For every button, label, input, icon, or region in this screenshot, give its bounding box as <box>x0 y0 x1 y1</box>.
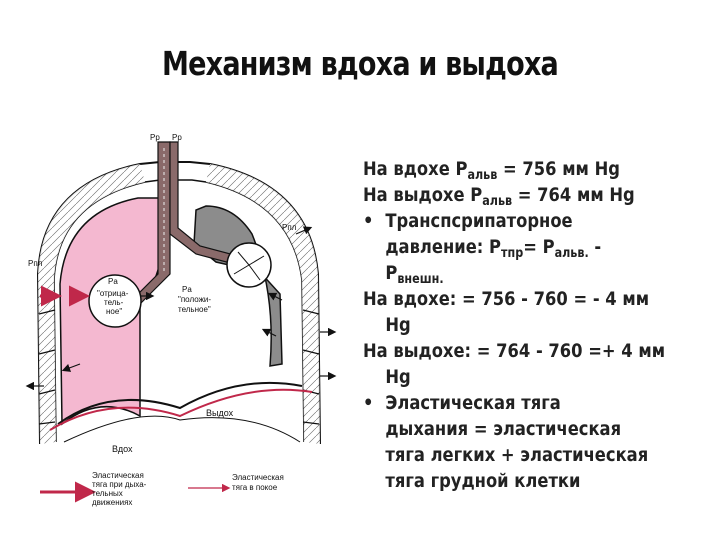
label-negative-1: "отрица- <box>97 289 129 298</box>
text-line-inhale-calc: На вдохе: = 756 - 760 = - 4 мм <box>363 286 660 312</box>
legend-active-3: тельных <box>92 489 123 498</box>
bullet-elastic-recoil: • Эластическая тяга дыхания = эластическ… <box>363 390 660 494</box>
label-pp-right: Pp <box>172 133 182 142</box>
label-ppl-right: Pпл <box>282 223 297 232</box>
legend-active-4: движениях <box>92 498 132 507</box>
bullet-mark: • <box>363 390 373 416</box>
bullet-mark: • <box>363 208 373 234</box>
label-pa-left: Pa <box>108 277 118 286</box>
text-line-exhale-calc: На выдохе: = 764 - 760 =+ 4 мм <box>363 338 660 364</box>
legend-rest-1: Эластическая <box>232 473 284 482</box>
text-line-exhale-unit: Hg <box>363 364 660 390</box>
label-exhale: Выдох <box>206 408 234 418</box>
legend-rest-2: тяга в покое <box>232 483 278 492</box>
text-line-inhale-unit: Hg <box>363 312 660 338</box>
legend-active-1: Эластическая <box>92 471 144 480</box>
label-pa-right: Pa <box>182 285 192 294</box>
label-positive-2: тельное" <box>178 305 211 314</box>
explanation-text: На вдохе Pальв = 756 мм Hg На выдохе Pал… <box>363 156 660 494</box>
slide-title: Механизм вдоха и выдоха <box>65 44 655 83</box>
bullet-transrespiratory: • Транспсрипаторное давление: Pтпр= Pаль… <box>363 208 660 286</box>
text-line-inhale-pressure: На вдохе Pальв = 756 мм Hg <box>363 156 660 182</box>
legend-active-2: тяга при дыха- <box>92 480 147 489</box>
label-pp-left: Pp <box>150 133 160 142</box>
lung-exhale <box>194 206 282 366</box>
lung-diagram: Pp Pp Pпл Pпл Pa Pa "отрица- тель- ное" … <box>20 124 360 524</box>
label-inhale: Вдох <box>112 444 133 454</box>
label-negative-2: тель- <box>104 298 124 307</box>
label-negative-3: ное" <box>106 307 122 316</box>
label-ppl-left: Pпл <box>28 259 43 268</box>
lung-diagram-svg: Pp Pp Pпл Pпл Pa Pa "отрица- тель- ное" … <box>20 124 360 524</box>
label-positive-1: "положи- <box>178 295 211 304</box>
text-line-exhale-pressure: На выдохе Pальв = 764 мм Hg <box>363 182 660 208</box>
